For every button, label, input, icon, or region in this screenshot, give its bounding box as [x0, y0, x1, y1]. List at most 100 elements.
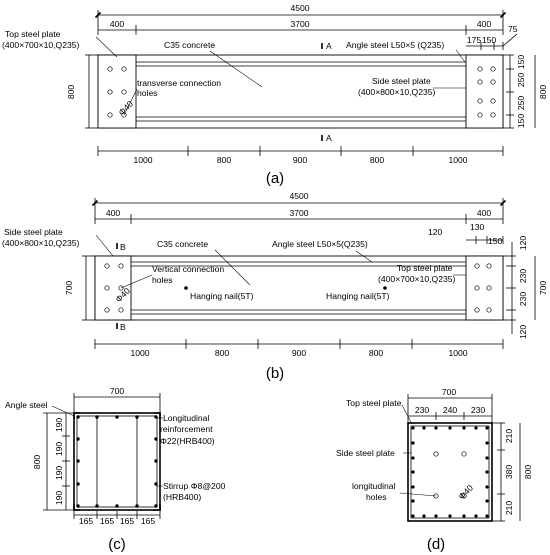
panel-a: 4500 400 3700 400 175 150 75	[2, 3, 548, 187]
dim-right-b-2: 230	[518, 269, 528, 284]
label-concrete-a: C35 concrete	[164, 40, 215, 50]
label-side-plate-spec-a: (400×800×10,Q235)	[358, 87, 436, 97]
dim-top-d-2: 240	[443, 405, 458, 415]
dim-width-c: 700	[110, 386, 125, 396]
bolt-holes-left-b	[104, 263, 124, 313]
label-top-plate-spec-b: (400×700×10,Q235)	[378, 274, 456, 284]
label-angle-b: Angle steel L50×5(Q235)	[272, 239, 368, 249]
dim-height-c: 800	[32, 455, 42, 470]
panel-b: 4500 400 3700 400 120 130 150	[2, 191, 548, 382]
dim-width-d: 700	[442, 387, 457, 397]
dim-segment-left-b: 400	[106, 208, 121, 218]
stirrup-outline	[76, 415, 158, 508]
right-end-plate	[465, 54, 504, 129]
dim-segment-left: 400	[110, 19, 125, 29]
dim-top-d-3: 230	[471, 405, 486, 415]
label-top-plate-b: Top steel plate	[397, 263, 453, 273]
label-side-plate-b: Side steel plate	[4, 227, 63, 237]
dim-bolt-2: 150	[482, 35, 497, 45]
dim-height-right: 800	[538, 85, 548, 100]
label-long-c-2: reinforcement	[160, 424, 213, 434]
label-holes-a: transverse connection	[137, 78, 221, 88]
panel-c: 700 800 190 190 190 19	[5, 386, 226, 553]
section-mark-b-top: B	[120, 242, 126, 252]
dim-bottom-b-1: 1000	[130, 348, 149, 358]
right-end-plate-b	[465, 255, 504, 321]
label-top-plate-d: Top steel plate	[346, 398, 402, 408]
dim-height-d: 800	[523, 465, 533, 480]
dim-bolt-b-2: 130	[470, 222, 485, 232]
label-holes-b-2: holes	[152, 275, 173, 285]
caption-d: (d)	[427, 536, 445, 553]
dim-bottom-b-2: 800	[215, 348, 230, 358]
longitudinal-bars-c	[76, 415, 158, 508]
overall-length-dim-b: 4500	[289, 191, 308, 201]
dim-right-3: 250	[516, 96, 526, 111]
holes-d	[433, 451, 467, 499]
dim-bottom-c-4: 165	[141, 516, 156, 526]
dim-top-d-1: 230	[415, 405, 430, 415]
label-side-plate-spec-b: (400×800×10,Q235)	[2, 238, 80, 248]
dim-segment-right: 400	[477, 19, 492, 29]
label-side-plate-a: Side steel plate	[372, 76, 431, 86]
dim-bottom-4: 800	[370, 155, 385, 165]
dim-right-1: 150	[516, 55, 526, 70]
dim-bottom-b-4: 800	[369, 348, 384, 358]
dim-right-b-4: 120	[518, 325, 528, 340]
dim-bottom-1: 1000	[133, 155, 152, 165]
dim-bottom-b-3: 900	[292, 348, 307, 358]
longitudinal-bars-d	[411, 426, 489, 518]
dim-left-c-2: 190	[54, 442, 64, 457]
bolt-holes-right	[477, 66, 496, 118]
dim-bottom-2: 800	[217, 155, 232, 165]
caption-b: (b)	[266, 365, 284, 382]
label-long-c-3: Φ22(HRB400)	[160, 436, 215, 446]
label-holes-d-2: holes	[366, 492, 387, 502]
caption-c: (c)	[108, 536, 126, 553]
dim-right-d-2: 380	[504, 465, 514, 480]
label-top-plate-a: Top steel plate	[5, 29, 61, 39]
dim-bottom-c-2: 165	[100, 516, 115, 526]
beam-elevation-b	[94, 255, 504, 321]
dim-height-left-b: 700	[64, 281, 74, 296]
caption-a: (a)	[266, 170, 284, 187]
inner-outline-d	[410, 425, 490, 519]
dim-left-c-1: 190	[54, 418, 64, 433]
hanging-nail-right	[383, 286, 387, 290]
label-concrete-b: C35 concrete	[157, 239, 208, 249]
cross-section-d	[407, 422, 493, 522]
dim-height-right-b: 700	[538, 281, 548, 296]
dim-bolt-3: 75	[508, 24, 518, 34]
dim-bottom-c-3: 165	[120, 516, 135, 526]
overall-length-dim: 4500	[290, 3, 309, 13]
bolt-holes-right-b	[474, 263, 492, 313]
left-end-plate	[97, 54, 137, 129]
dim-bolt-b-1: 120	[428, 227, 443, 237]
dim-bolt-b-3: 150	[488, 236, 503, 246]
label-angle-a: Angle steel L50×5 (Q235)	[346, 40, 444, 50]
section-mark-a-bottom: A	[326, 133, 332, 143]
dim-right-b-3: 230	[518, 292, 528, 307]
label-nail-right-b: Hanging nail(5T)	[326, 291, 390, 301]
label-holes-d: longitudinal	[352, 481, 396, 491]
label-holes-b: Vertical connection	[152, 264, 224, 274]
hanging-nail-left	[184, 286, 188, 290]
dim-segment-middle-b: 3700	[289, 208, 308, 218]
label-nail-left-b: Hanging nail(5T)	[190, 291, 254, 301]
bolt-holes-left	[107, 66, 127, 118]
dim-left-c-4: 190	[54, 491, 64, 506]
dim-bottom-b-5: 1000	[448, 348, 467, 358]
dim-segment-middle: 3700	[290, 19, 309, 29]
dim-bottom-c-1: 165	[79, 516, 94, 526]
dim-right-b-1: 120	[518, 236, 528, 251]
dim-segment-right-b: 400	[477, 208, 492, 218]
panel-d: 700 230 240 230 Φ40	[336, 387, 533, 553]
label-top-plate-spec-a: (400×700×10,Q235)	[2, 40, 80, 50]
label-long-c: Longitudinal	[163, 413, 209, 423]
dim-right-d-3: 210	[504, 501, 514, 516]
dim-bottom-3: 900	[293, 155, 308, 165]
dim-right-4: 150	[516, 114, 526, 129]
label-stirrup-c: Stirrup Φ8@200	[163, 481, 226, 491]
dim-left-c-3: 190	[54, 466, 64, 481]
dim-right-d-1: 210	[504, 429, 514, 444]
